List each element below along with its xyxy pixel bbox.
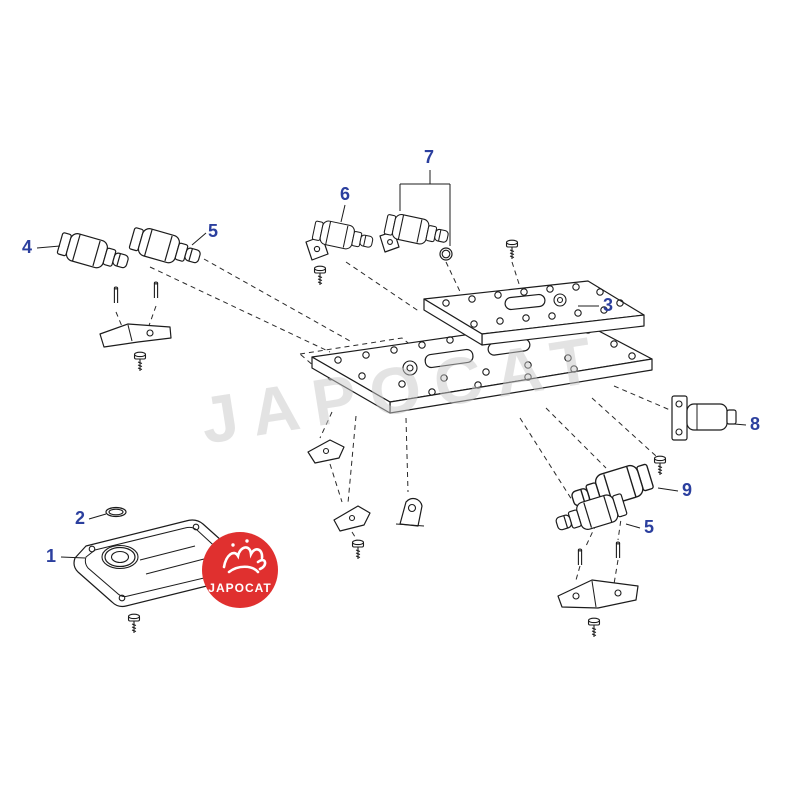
bolt-icon [313, 265, 327, 286]
bracket-small-b [333, 505, 371, 532]
callout-6: 6 [340, 184, 350, 204]
bolt-icon [133, 351, 147, 372]
callout-4: 4 [22, 237, 32, 257]
callout-7: 7 [424, 147, 434, 167]
bolt-icon [351, 539, 365, 560]
callout-5-bottom: 5 [644, 517, 654, 537]
callout-5-top: 5 [208, 221, 218, 241]
bolt-icon [653, 455, 667, 476]
bracket-left [99, 323, 172, 348]
bolt-icon [505, 239, 519, 260]
callout-1: 1 [46, 546, 56, 566]
valve-body-assembly [311, 280, 653, 414]
logo-circle [202, 532, 278, 608]
callout-9: 9 [682, 480, 692, 500]
callout-8: 8 [750, 414, 760, 434]
logo-text: JAPOCAT [208, 581, 271, 595]
pin-icon [153, 281, 159, 299]
o-ring-part2 [105, 506, 127, 518]
pin-icon [615, 541, 621, 559]
clamp-bracket [395, 497, 425, 527]
callout-2: 2 [75, 508, 85, 528]
pin-icon [577, 548, 583, 566]
solenoid-part4 [55, 228, 132, 277]
bolt-icon [587, 617, 601, 638]
brand-logo: JAPOCAT [202, 532, 278, 608]
watermark-text: JAPOCAT [196, 321, 611, 458]
bracket-bottom-right [557, 579, 639, 609]
callout-leader-lines [36, 170, 747, 559]
bolt-icon [127, 613, 141, 634]
solenoid-part5-top [127, 223, 204, 272]
solenoid-part6 [305, 217, 376, 286]
solenoid-part7 [379, 211, 453, 261]
oil-strainer-part1 [73, 519, 238, 608]
pin-icon [113, 286, 119, 304]
callout-3: 3 [603, 295, 613, 315]
solenoid-part8 [671, 395, 737, 441]
bracket-small-a [307, 439, 345, 464]
callout-labels: 4 5 6 7 3 8 9 5 2 1 [22, 147, 760, 566]
